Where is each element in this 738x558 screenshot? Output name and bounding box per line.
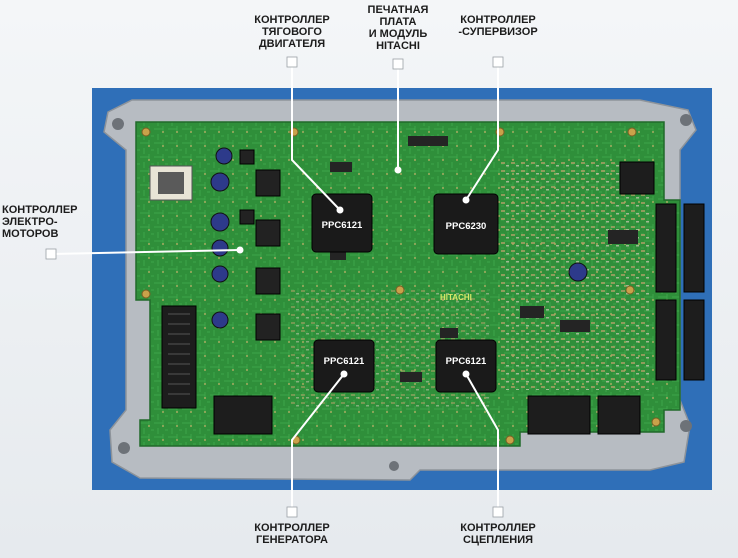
leader-generator — [291, 373, 345, 512]
power-transistors — [239, 149, 281, 341]
chip-clutch — [435, 339, 497, 393]
chip-supervisor — [433, 193, 499, 255]
chip-label-supervisor: PPC6230 — [446, 221, 487, 232]
leader-end-dots — [236, 166, 470, 378]
mount-hole — [680, 114, 692, 126]
chip-generator — [313, 339, 375, 393]
chip-label-generator: PPC6121 — [324, 356, 365, 367]
leader-clutch — [465, 373, 499, 512]
label-supervisor-controller: КОНТРОЛЛЕР -СУПЕРВИЗОР — [458, 14, 538, 38]
leader-electric — [51, 249, 241, 255]
bottom-connector-mid — [527, 395, 591, 435]
leader-lines — [51, 62, 499, 512]
chip-label-traction: PPC6121 — [322, 220, 363, 231]
label-clutch-controller: КОНТРОЛЛЕР СЦЕПЛЕНИЯ — [460, 522, 536, 546]
label-pcb-hitachi: ПЕЧАТНАЯ ПЛАТА И МОДУЛЬ HITACHI — [367, 4, 429, 52]
transformer-core — [158, 172, 184, 194]
leader-traction — [291, 62, 341, 211]
board-marking: HITACHI — [440, 293, 472, 302]
power-connector — [619, 161, 655, 195]
leader-end-squares — [45, 56, 504, 518]
mount-hole — [118, 442, 130, 454]
header-right-1 — [655, 203, 677, 293]
chip-traction — [311, 193, 373, 253]
header-right-2 — [683, 203, 705, 293]
header-right-3 — [655, 299, 677, 381]
chip-label-clutch: PPC6121 — [446, 356, 487, 367]
mount-hole — [389, 461, 399, 471]
inductor-column — [210, 147, 588, 329]
connector-pins — [168, 313, 190, 395]
bottom-connector-right — [597, 395, 641, 435]
label-electric-motors-controller: КОНТРОЛЛЕР ЭЛЕКТРО- МОТОРОВ — [2, 204, 78, 240]
label-traction-motor-controller: КОНТРОЛЛЕР ТЯГОВОГО ДВИГАТЕЛЯ — [254, 14, 330, 50]
edge-connector-left — [161, 305, 197, 409]
small-ics — [330, 136, 638, 382]
header-right-4 — [683, 299, 705, 381]
mount-hole — [112, 118, 124, 130]
leader-supervisor — [465, 62, 499, 201]
bottom-connector-left — [213, 395, 273, 435]
mount-hole — [680, 420, 692, 432]
label-generator-controller: КОНТРОЛЛЕР ГЕНЕРАТОРА — [254, 522, 330, 546]
